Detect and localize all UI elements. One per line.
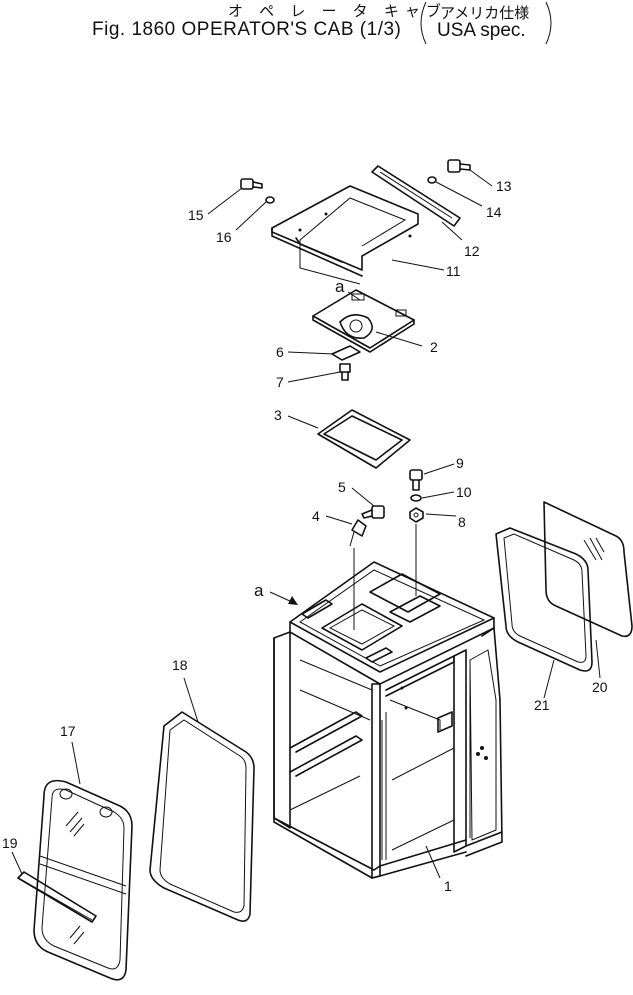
spec-japanese: アメリカ仕様	[440, 5, 530, 22]
view-arrow-head	[288, 596, 298, 605]
callout-8: 8	[458, 514, 466, 530]
callout-15: 15	[188, 207, 204, 223]
callout-13: 13	[496, 178, 512, 194]
door-panel	[33, 779, 133, 981]
callout-20: 20	[592, 679, 608, 695]
figure-title: Fig. 1860 OPERATOR'S CAB (1/3)	[92, 19, 402, 40]
callout-10: 10	[456, 484, 472, 500]
washer-10	[410, 494, 422, 502]
callout-labels: 1 2 3 4 5 6 7 8 9 10 11 12 13 14 15 16 1…	[2, 178, 608, 894]
kana-title: オ ペ レ ー タ キャブ	[228, 3, 447, 20]
roof-cover	[271, 185, 419, 285]
callout-9: 9	[456, 455, 464, 471]
nut-8	[409, 507, 424, 523]
clip-4	[349, 519, 367, 547]
view-marker-cab: a	[254, 581, 264, 600]
callout-11: 11	[446, 263, 461, 279]
view-arrow-shaft	[269, 591, 293, 603]
washer-16	[265, 196, 275, 204]
view-leader-top	[347, 291, 361, 301]
hatch-seal	[317, 409, 411, 469]
callout-4: 4	[312, 508, 320, 524]
spec-english: USA spec.	[437, 20, 526, 41]
callout-12: 12	[464, 243, 480, 259]
spec-parentheses	[420, 1, 552, 45]
side-glass-frame	[495, 527, 593, 672]
bolt-5	[361, 505, 385, 519]
view-marker-top: a	[335, 277, 345, 296]
bolt-7	[339, 363, 351, 381]
window-seal-frame	[149, 711, 255, 922]
callout-18: 18	[172, 657, 188, 673]
bolt-13	[447, 159, 471, 173]
leader-lines	[11, 169, 601, 879]
callout-3: 3	[274, 407, 282, 423]
callout-7: 7	[276, 374, 284, 390]
bolt-15	[240, 178, 263, 190]
callout-17: 17	[60, 723, 76, 739]
callout-2: 2	[430, 339, 438, 355]
callout-21: 21	[534, 697, 550, 713]
roof-hatch-plate	[312, 289, 415, 353]
callout-1: 1	[444, 878, 452, 894]
callout-5: 5	[338, 479, 346, 495]
side-glass	[543, 501, 633, 638]
washer-14	[427, 176, 437, 184]
bolt-9	[409, 469, 423, 491]
side-bracket	[371, 165, 461, 227]
callout-19: 19	[2, 835, 18, 851]
cab-frame	[273, 561, 503, 879]
callout-6: 6	[276, 344, 284, 360]
stopper-plate	[331, 345, 361, 361]
callout-14: 14	[486, 204, 502, 220]
callout-16: 16	[216, 229, 232, 245]
